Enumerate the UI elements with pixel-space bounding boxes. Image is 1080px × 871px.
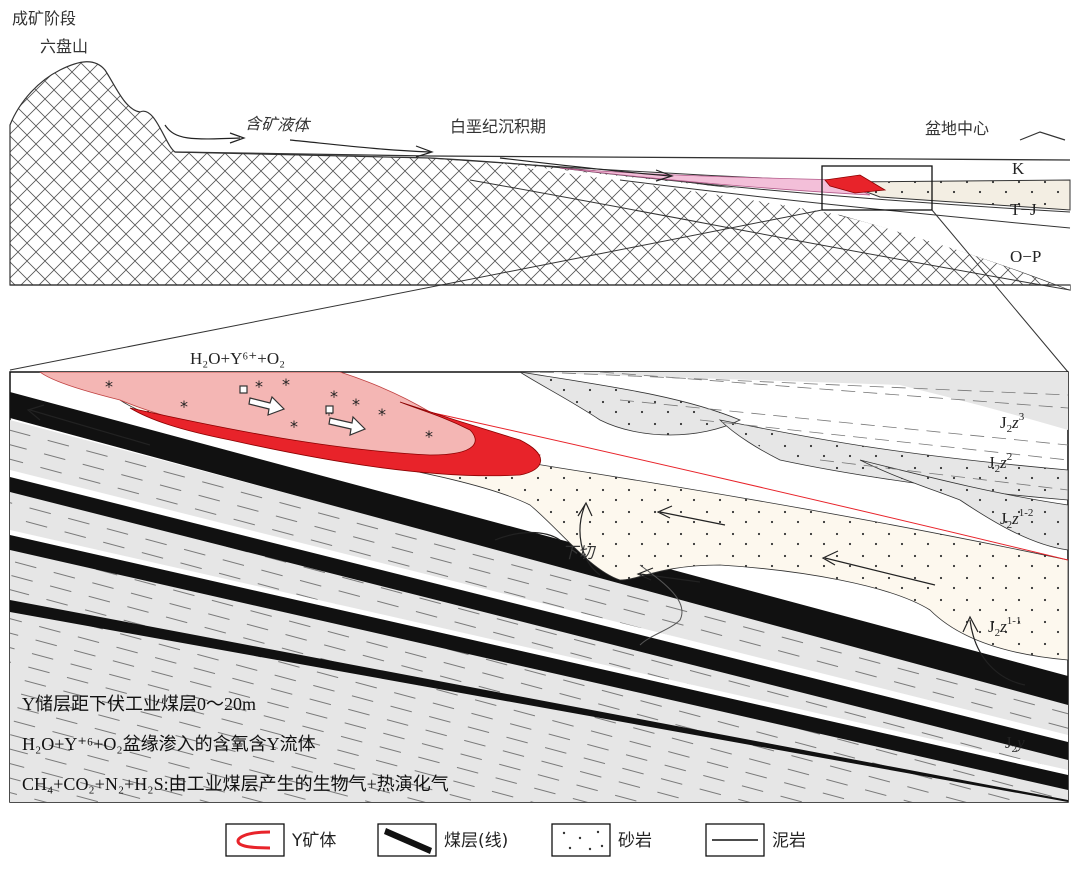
svg-text:*: *	[282, 375, 290, 394]
coal-seam-1	[10, 392, 1068, 705]
svg-text:*: *	[255, 377, 263, 396]
coal-seam-icon	[384, 828, 432, 854]
legend-label-coal: 煤层(线)	[444, 831, 508, 851]
y-orebody-top	[824, 174, 887, 194]
stratum-k-label: K	[1012, 159, 1025, 178]
mountain-label: 六盘山	[40, 37, 88, 56]
legend-label-sand: 砂岩	[618, 831, 652, 851]
coal-seam-2	[10, 477, 1068, 760]
note-3: CH₄+CO₂+N₂+H₂S:由工业煤层产生的生物气+热演化气	[22, 774, 449, 794]
svg-text:*: *	[290, 417, 298, 436]
unit-label: J2z1-2	[1000, 507, 1033, 531]
legend-label-ore: Y矿体	[291, 831, 336, 851]
svg-text:*: *	[352, 395, 360, 414]
sandstone-icon	[562, 830, 604, 851]
unit-label: J2z3	[1000, 411, 1025, 435]
fluid-formula-label: H₂O+Y⁶⁺+O₂	[190, 349, 285, 368]
coal-seam-3	[10, 535, 1068, 790]
stratum-tj-label: T−J	[1010, 200, 1037, 219]
svg-text:*: *	[105, 377, 113, 396]
svg-text:*: *	[425, 427, 433, 446]
unit-label: J2z2	[988, 451, 1012, 475]
coal-seam-4	[10, 600, 1068, 802]
cut-label: 下切	[562, 543, 597, 562]
stratum-op-label: O−P	[1010, 247, 1041, 266]
fluid-label: 含矿液体	[245, 114, 312, 135]
period-label: 白垩纪沉积期	[450, 117, 546, 136]
unit-label: J2y	[1005, 733, 1025, 755]
detail-box	[821, 165, 933, 211]
top-cross-section	[9, 61, 1071, 373]
svg-text:*: *	[378, 405, 386, 424]
legend: Y矿体 煤层(线) 砂岩 泥岩	[225, 823, 806, 857]
svg-text:*: *	[325, 405, 333, 424]
basin-center-label: 盆地中心	[925, 119, 989, 138]
y-orebody-icon	[236, 830, 271, 850]
svg-text:*: *	[330, 387, 338, 406]
note-2: H₂O+Y⁺⁶+O₂盆缘渗入的含氧含Y流体	[22, 734, 316, 754]
y-orebody-detail	[129, 401, 541, 477]
svg-text:*: *	[180, 397, 188, 416]
detail-panel: * * * * * * * * * *	[9, 371, 1069, 803]
stage-label: 成矿阶段	[12, 9, 76, 28]
unit-label: J2z1-1	[988, 615, 1021, 639]
basement-crosshatch	[9, 61, 1071, 291]
note-1: Y储层距下伏工业煤层0～20m	[22, 694, 256, 714]
legend-label-mud: 泥岩	[772, 831, 806, 851]
